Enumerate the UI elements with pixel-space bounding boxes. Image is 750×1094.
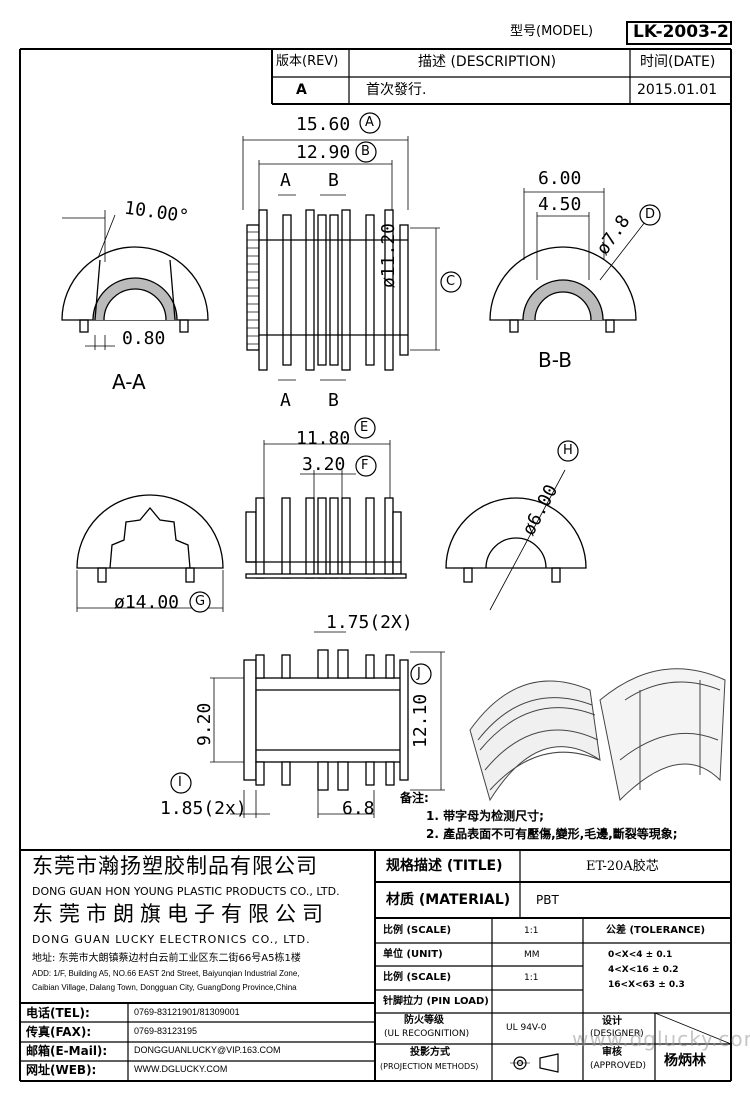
approved-label-en: (APPROVED) — [590, 1061, 646, 1071]
designer-label-cn: 设计 — [602, 1016, 622, 1027]
section-b-bottom: B — [328, 390, 339, 411]
projection-label-cn: 投影方式 — [410, 1047, 450, 1058]
email-value: DONGGUANLUCKY@VIP.163.COM — [134, 1045, 281, 1055]
web-label: 网址(WEB): — [26, 1063, 97, 1077]
tag-a: A — [365, 115, 374, 130]
rev-value: A — [296, 82, 307, 98]
tag-h: H — [563, 443, 573, 458]
tel-label: 电话(TEL): — [26, 1006, 90, 1020]
tolerance-label: 公差 (TOLERANCE) — [606, 925, 706, 936]
section-a-top: A — [280, 170, 291, 191]
address-en-2: Caibian Village, Dalang Town, Dongguan C… — [32, 983, 297, 992]
tag-f: F — [361, 458, 369, 473]
dim-15-60: 15.60 — [296, 114, 351, 135]
view-bb — [489, 188, 646, 333]
view-aa — [61, 210, 209, 350]
approved-label-cn: 审核 — [602, 1047, 622, 1058]
dim-3-20: 3.20 — [302, 454, 346, 475]
view-label-aa: A-A — [112, 370, 146, 394]
description-label: 描述 (DESCRIPTION) — [418, 54, 557, 70]
dim-6-00: 6.00 — [538, 168, 582, 189]
title-block — [20, 849, 732, 1081]
tag-c: C — [446, 274, 456, 289]
projection-label-en: (PROJECTION METHODS) — [380, 1062, 479, 1071]
isometric-views — [469, 668, 726, 802]
title-label: 规格描述 (TITLE) — [386, 858, 503, 874]
designer-label-en: (DESIGNER) — [590, 1029, 644, 1039]
section-b-top: B — [328, 170, 339, 191]
company-name-en-2: DONG GUAN LUCKY ELECTRONICS CO., LTD. — [32, 933, 311, 946]
scale2-label: 比例 (SCALE) — [383, 972, 452, 983]
company-name-en-1: DONG GUAN HON YOUNG PLASTIC PRODUCTS CO.… — [32, 885, 340, 898]
dim-11-20: ø11.20 — [378, 222, 399, 288]
date-label: 时间(DATE) — [640, 54, 716, 70]
ul-label-en: (UL RECOGNITION) — [384, 1029, 470, 1039]
dim-1-85: 1.85(2x) — [160, 798, 247, 819]
material-label: 材质 (MATERIAL) — [386, 892, 511, 908]
note-1: 1. 带字母为检测尺寸; — [426, 809, 544, 823]
scale2-value: 1:1 — [524, 973, 539, 983]
section-a-bottom: A — [280, 390, 291, 411]
fax-label: 传真(FAX): — [26, 1025, 92, 1039]
email-label: 邮箱(E-Mail): — [26, 1044, 108, 1058]
dim-12-10: 12.10 — [410, 693, 431, 748]
model-number: LK-2003-2 — [633, 22, 729, 42]
pin-load-label: 针脚拉力 (PIN LOAD) — [383, 996, 489, 1007]
description-value: 首次發行. — [366, 82, 427, 98]
tag-circles — [170, 112, 661, 794]
dim-6-8: 6.8 — [342, 798, 375, 819]
side-view-top — [242, 136, 440, 381]
material-value: PBT — [536, 893, 559, 907]
model-label: 型号(MODEL) — [510, 24, 594, 39]
view-label-bb: B-B — [538, 348, 572, 372]
tolerance-1: 0<X<4 ± 0.1 — [608, 950, 673, 960]
model-box — [626, 21, 732, 45]
address-cn: 地址: 东莞市大朗镇蔡边村白云前工业区东二街66号A5栋1楼 — [32, 953, 301, 964]
scale-label: 比例 (SCALE) — [383, 925, 452, 936]
dim-9-20: 9.20 — [194, 702, 215, 746]
dim-11-80: 11.80 — [296, 428, 351, 449]
scale-value: 1:1 — [524, 926, 539, 936]
date-value: 2015.01.01 — [637, 82, 718, 98]
tag-d: D — [645, 207, 656, 222]
address-en-1: ADD: 1/F, Building A5, NO.66 EAST 2nd St… — [32, 969, 300, 978]
note-2: 2. 產品表面不可有壓傷,變形,毛邊,斷裂等現象; — [426, 827, 678, 841]
tag-i: I — [178, 775, 182, 790]
tag-e: E — [360, 420, 369, 435]
ul-label-cn: 防火等级 — [404, 1015, 444, 1026]
dim-0-80: 0.80 — [122, 328, 166, 349]
unit-value: MM — [524, 950, 540, 960]
view-right-ring — [445, 469, 587, 611]
dim-4-50: 4.50 — [538, 194, 582, 215]
dim-14-00: ø14.00 — [114, 592, 180, 613]
notes-title: 备注: — [400, 791, 429, 805]
tag-g: G — [195, 594, 206, 609]
tel-value: 0769-83121901/81309001 — [134, 1007, 240, 1017]
watermark: www.dglucky.com — [572, 1027, 750, 1051]
fax-value: 0769-83123195 — [134, 1026, 198, 1036]
tag-j: J — [417, 666, 421, 681]
unit-label: 单位 (UNIT) — [383, 949, 443, 960]
title-value: ET-20A胶芯 — [586, 859, 659, 874]
ul-value: UL 94V-0 — [506, 1023, 547, 1033]
side-view-middle — [245, 440, 407, 579]
rev-label: 版本(REV) — [276, 54, 339, 69]
tolerance-2: 4<X<16 ± 0.2 — [608, 965, 679, 975]
company-name-cn-1: 东莞市瀚扬塑胶制品有限公司 — [32, 854, 318, 878]
view-gear — [76, 494, 224, 612]
company-name-cn-2: 东莞市朗旗电子有限公司 — [32, 902, 329, 926]
tag-b: B — [361, 144, 370, 159]
approver-name: 杨炳林 — [664, 1053, 706, 1069]
dim-12-90: 12.90 — [296, 142, 351, 163]
web-value: WWW.DGLUCKY.COM — [134, 1064, 228, 1074]
dim-1-75: 1.75(2X) — [326, 612, 413, 633]
bottom-view — [210, 631, 445, 818]
tolerance-3: 16<X<63 ± 0.3 — [608, 980, 685, 990]
